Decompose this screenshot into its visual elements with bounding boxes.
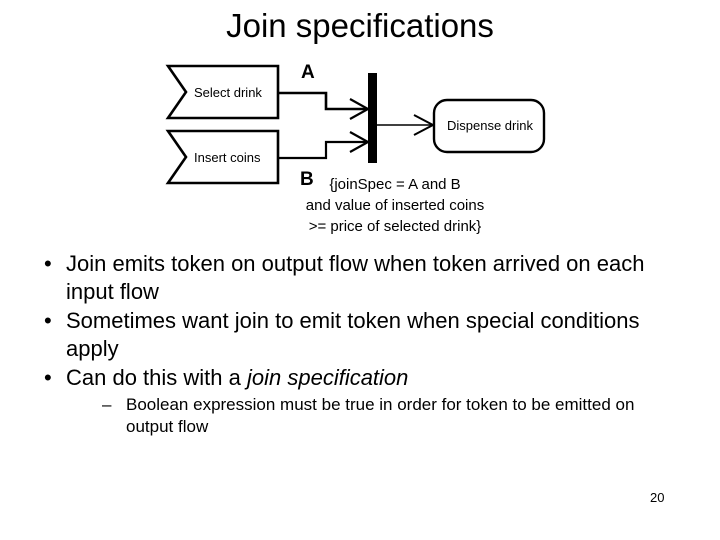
flow-b-line: [278, 140, 366, 160]
flow-a-line: [278, 91, 366, 111]
body-content: • Join emits token on output flow when t…: [36, 250, 686, 439]
join-bar: [368, 73, 377, 163]
bullet-item-3: • Can do this with a join specification …: [36, 364, 686, 438]
activity-diagram-svg: Select drink Insert coins A B: [165, 62, 546, 235]
join-spec-line-1: {joinSpec = A and B: [329, 176, 460, 193]
node-insert-coins: Insert coins: [165, 129, 280, 185]
node-select-drink: Select drink: [165, 64, 280, 120]
join-spec-line-2: and value of inserted coins: [306, 197, 484, 214]
select-drink-label: Select drink: [194, 85, 262, 100]
insert-coins-shape: [165, 129, 280, 185]
bullet-item-3-text: Can do this with a: [66, 365, 247, 390]
dispense-drink-label: Dispense drink: [447, 118, 533, 133]
activity-diagram: Select drink Insert coins A B: [160, 55, 580, 245]
bullet-item-3-emphasis: join specification: [246, 365, 409, 390]
flow-label-b: B: [300, 169, 314, 190]
select-drink-shape: [165, 64, 280, 120]
bullet-marker: •: [44, 365, 52, 390]
join-spec-line-3: >= price of selected drink}: [309, 218, 482, 235]
flow-a: A: [278, 62, 371, 120]
bullet-item-1: • Join emits token on output flow when t…: [36, 250, 686, 306]
page-title: Join specifications: [226, 7, 494, 44]
bullet-marker: •: [44, 251, 52, 276]
insert-coins-label: Insert coins: [194, 150, 261, 165]
subbullet-item-1-text: Boolean expression must be true in order…: [126, 395, 635, 436]
bullet-item-2-text: Sometimes want join to emit token when s…: [66, 308, 640, 361]
bullet-marker: •: [44, 308, 52, 333]
subbullet-list: – Boolean expression must be true in ord…: [66, 394, 686, 438]
page-number: 20: [650, 490, 665, 505]
subbullet-marker: –: [102, 395, 112, 414]
bullet-list: • Join emits token on output flow when t…: [36, 250, 686, 438]
dispense-drink-shape: [432, 98, 546, 154]
flow-label-a: A: [301, 62, 315, 83]
bullet-item-2: • Sometimes want join to emit token when…: [36, 307, 686, 363]
join-spec-note: {joinSpec = A and B and value of inserte…: [306, 176, 484, 235]
subbullet-item-1: – Boolean expression must be true in ord…: [96, 394, 686, 438]
bullet-item-1-text: Join emits token on output flow when tok…: [66, 251, 645, 304]
flow-output: [377, 114, 436, 136]
node-dispense-drink: Dispense drink: [432, 98, 546, 154]
